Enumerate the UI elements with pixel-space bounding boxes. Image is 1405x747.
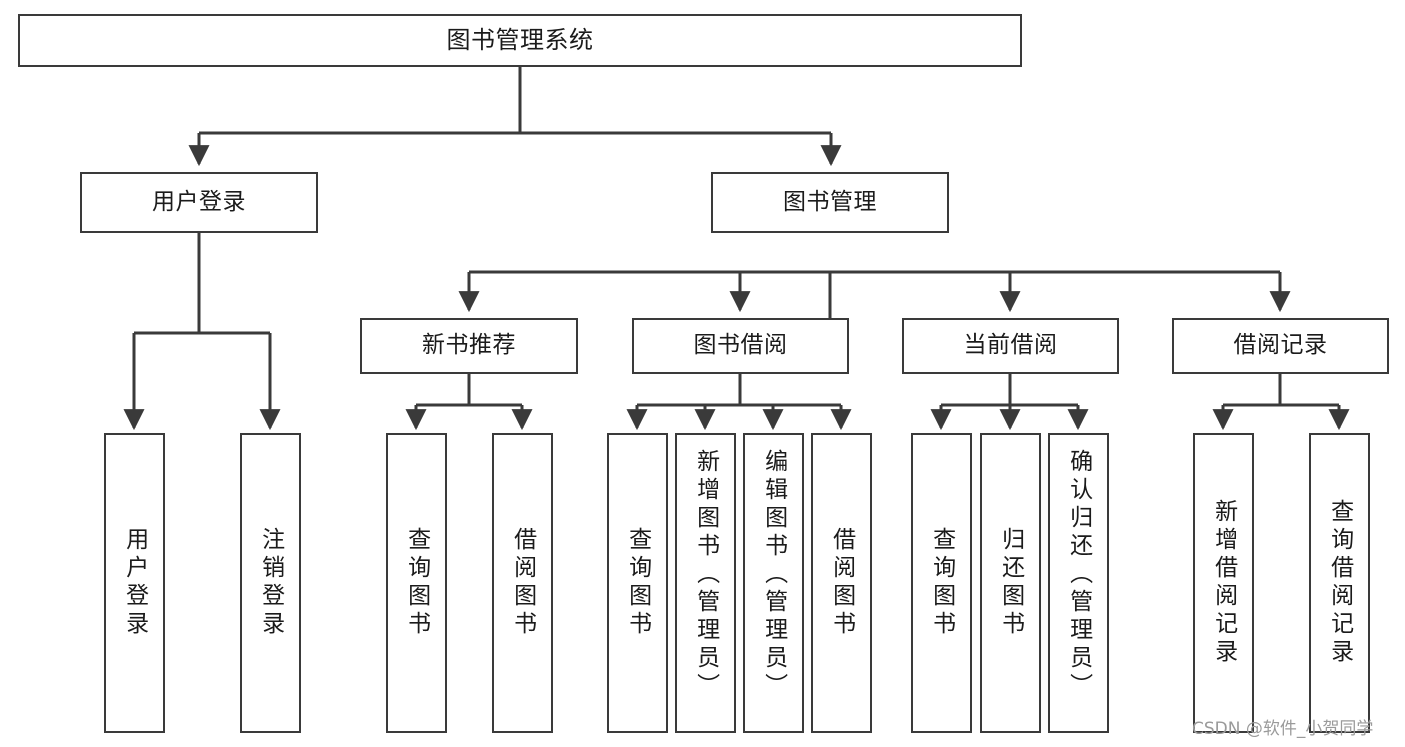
node-label: 查询图书 [928,527,955,639]
leaf-confirm-return-admin[interactable]: 确认归还（管理员） [1048,433,1109,733]
node-book-borrow[interactable]: 图书借阅 [632,318,849,374]
node-current-borrow[interactable]: 当前借阅 [902,318,1119,374]
node-label: 图书借阅 [693,332,788,359]
node-label: 当前借阅 [963,332,1058,359]
leaf-borrow-book[interactable]: 借阅图书 [811,433,872,733]
node-label: 借阅图书 [509,527,536,639]
leaf-query-book-current[interactable]: 查询图书 [911,433,972,733]
node-root-system[interactable]: 图书管理系统 [18,14,1022,67]
node-label: 借阅图书 [828,527,855,639]
node-label: 查询借阅记录 [1326,499,1353,667]
leaf-query-book-recommend[interactable]: 查询图书 [386,433,447,733]
watermark-text: CSDN @软件_小贺同学 [1192,719,1374,739]
node-label: 注销登录 [257,527,284,639]
leaf-add-book-admin[interactable]: 新增图书（管理员） [675,433,736,733]
node-book-management[interactable]: 图书管理 [711,172,949,233]
leaf-edit-book-admin[interactable]: 编辑图书（管理员） [743,433,804,733]
node-new-book-recommend[interactable]: 新书推荐 [360,318,578,374]
node-label: 确认归还（管理员） [1065,449,1092,701]
leaf-borrow-book-recommend[interactable]: 借阅图书 [492,433,553,733]
node-label: 查询图书 [403,527,430,639]
node-borrow-records[interactable]: 借阅记录 [1172,318,1389,374]
node-label: 查询图书 [624,527,651,639]
leaf-user-login[interactable]: 用户登录 [104,433,165,733]
node-label: 借阅记录 [1233,332,1328,359]
node-label: 编辑图书（管理员） [760,449,787,701]
node-label: 新增借阅记录 [1210,499,1237,667]
node-label: 用户登录 [121,527,148,639]
node-label: 新增图书（管理员） [692,449,719,701]
leaf-query-book-borrow[interactable]: 查询图书 [607,433,668,733]
node-label: 归还图书 [997,527,1024,639]
node-label: 用户登录 [152,188,246,215]
node-label: 图书管理 [783,188,877,215]
node-label: 新书推荐 [422,332,516,359]
leaf-query-borrow-record[interactable]: 查询借阅记录 [1309,433,1370,733]
leaf-logout[interactable]: 注销登录 [240,433,301,733]
node-label: 图书管理系统 [446,26,594,55]
leaf-add-borrow-record[interactable]: 新增借阅记录 [1193,433,1254,733]
leaf-return-book[interactable]: 归还图书 [980,433,1041,733]
node-user-login[interactable]: 用户登录 [80,172,318,233]
